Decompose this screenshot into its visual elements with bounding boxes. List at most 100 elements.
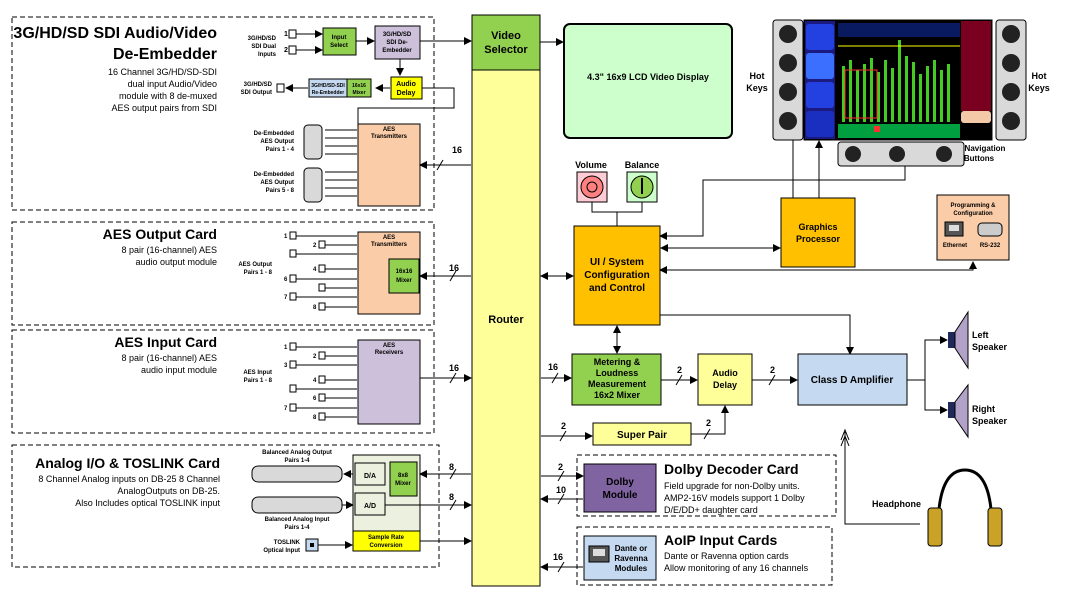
right-speaker-icon [948,383,969,439]
sdi-bus-label: 16 [452,145,462,155]
bnc-connector-icon [289,249,297,258]
sdi-aes-tx-label-1: AES [383,127,395,133]
aes-output-card-border [11,221,435,326]
ui-config-label-2: Configuration [584,270,650,281]
deemb-out1-2: AES Output [260,139,294,145]
rs232-port-icon [977,222,1003,237]
db15-connector-icon [303,167,323,203]
db25-connector-icon [251,465,343,483]
super-pair-label: Super Pair [617,430,667,441]
aes-input-ports: 1 2 3 4 6 7 8 [284,342,357,421]
bus-delay-amp: 2 [770,365,775,375]
deemb-out2-1: De-Embedded [254,172,295,178]
bnc-connector-icon [318,375,326,384]
bus-super-delay: 2 [706,418,711,428]
sdi-mixer-label-2: Mixer [352,90,365,96]
video-selector-label-1: Video [491,30,521,42]
right-speaker-label-1: Right [972,404,995,414]
aes-input-card: AES Input Card 8 pair (16-channel) AES a… [11,329,472,434]
aes-input-desc-2: audio input module [141,365,217,375]
aes-out-port-num-5: 7 [284,295,288,301]
bnc-connector-icon [289,342,297,351]
aes-input-card-border [11,329,435,434]
router-label: Router [488,314,524,326]
aes-input-desc-1: 8 pair (16-channel) AES [121,353,217,363]
aes-in-port-num-5: 6 [313,396,317,402]
da-label: D/A [364,473,376,480]
lcd-display-block [563,23,733,139]
da-block [354,462,386,486]
balance-label: Balance [625,160,660,170]
db25-connector-icon [251,496,343,514]
sdi-deembedder-block [374,25,421,60]
aes-output-desc-1: 8 pair (16-channel) AES [121,245,217,255]
main-audio-delay-label-1: Audio [712,368,738,378]
bnc-connector-icon [318,283,326,292]
sdi-card: 3G/HD/SD SDI Audio/Video De-Embedder 16 … [11,16,472,211]
ad-label: A/D [364,503,376,510]
aes-output-desc-2: audio output module [135,257,217,267]
aes-rx-label-1: AES [383,343,395,349]
aoip-desc-1: Dante or Ravenna option cards [664,551,789,561]
hot-keys-left-label-1: Hot [750,71,765,81]
bnc-connector-icon [289,403,297,412]
programming-label-1: Programming & [950,203,996,209]
bnc-connector-icon [318,240,326,249]
bus-dolby-router: 10 [556,485,566,495]
dolby-module-block [583,463,657,513]
aes-output-mixer-block [388,258,420,294]
dolby-card-border [576,454,837,517]
sdi-mixer-block [346,78,372,98]
headphone-label: Headphone [872,499,921,509]
bnc-connector-icon [288,29,297,39]
deemb-out1-3: Pairs 1 - 4 [266,147,295,153]
aes-in-port-num-4: 4 [313,378,317,384]
bnc-connector-icon [289,384,297,393]
right-speaker-label-2: Speaker [972,416,1008,426]
dolby-desc-1: Field upgrade for non-Dolby units. [664,481,800,491]
input-select-block [322,27,357,56]
aes-in-bus-label: 16 [449,363,459,373]
aes-in-port-num-1: 1 [284,345,288,351]
aes-out-port-num-6: 8 [313,305,317,311]
main-audio-delay-label-2: Delay [713,380,737,390]
analog-card-title: Analog I/O & TOSLINK Card [35,455,220,471]
graphics-label-1: Graphics [798,222,837,232]
graphics-processor-block [780,197,856,268]
left-speaker-label-1: Left [972,330,989,340]
video-selector-block [471,14,541,71]
src-label-2: Conversion [369,543,402,549]
bnc-connector-icon [318,302,326,311]
bnc-connector-icon [318,412,326,421]
aes-input-label-2: Pairs 1 - 8 [244,378,273,384]
aes-output-card-title: AES Output Card [103,226,217,242]
aes-out-port-num-1: 1 [284,234,288,240]
router-block [471,69,541,587]
aes-out-mixer-label-1: 16x16 [396,269,413,275]
deemb-out2-2: AES Output [260,180,294,186]
programming-label-2: Configuration [953,211,993,217]
bus-router-dolby: 2 [558,462,563,472]
aes-output-label-1: AES Output [238,262,272,268]
headphone-icon [927,468,1003,547]
toslink-label-2: Optical Input [263,548,300,554]
aes-out-tx-label-1: AES [383,235,395,241]
sdi-audio-delay-label-2: Delay [397,90,416,97]
class-d-amplifier-block [797,353,908,406]
bal-in-label-2: Pairs 1-4 [284,525,310,531]
bal-out-label-2: Pairs 1-4 [284,458,310,464]
aes-out-port-num-4: 6 [284,277,288,283]
bal-in-label-1: Balanced Analog Input [265,517,330,523]
hot-keys-right-label-1: Hot [1032,71,1047,81]
metering-label-3: Measurement [588,379,646,389]
analog-mixer-block [389,461,418,497]
nav-buttons-label-2: Buttons [964,154,995,163]
toslink-label-1: TOSLINK [274,540,301,546]
sdi-aes-tx-label-2: Transmitters [371,134,408,140]
bnc-connector-icon [318,393,326,402]
sdi-input-port-2-num: 2 [284,47,288,54]
sdi-mixer-label-1: 16x16 [352,83,366,89]
bus-metering-delay: 2 [677,365,682,375]
aes-receivers-block [357,339,421,425]
metering-label-4: 16x2 Mixer [594,390,641,400]
